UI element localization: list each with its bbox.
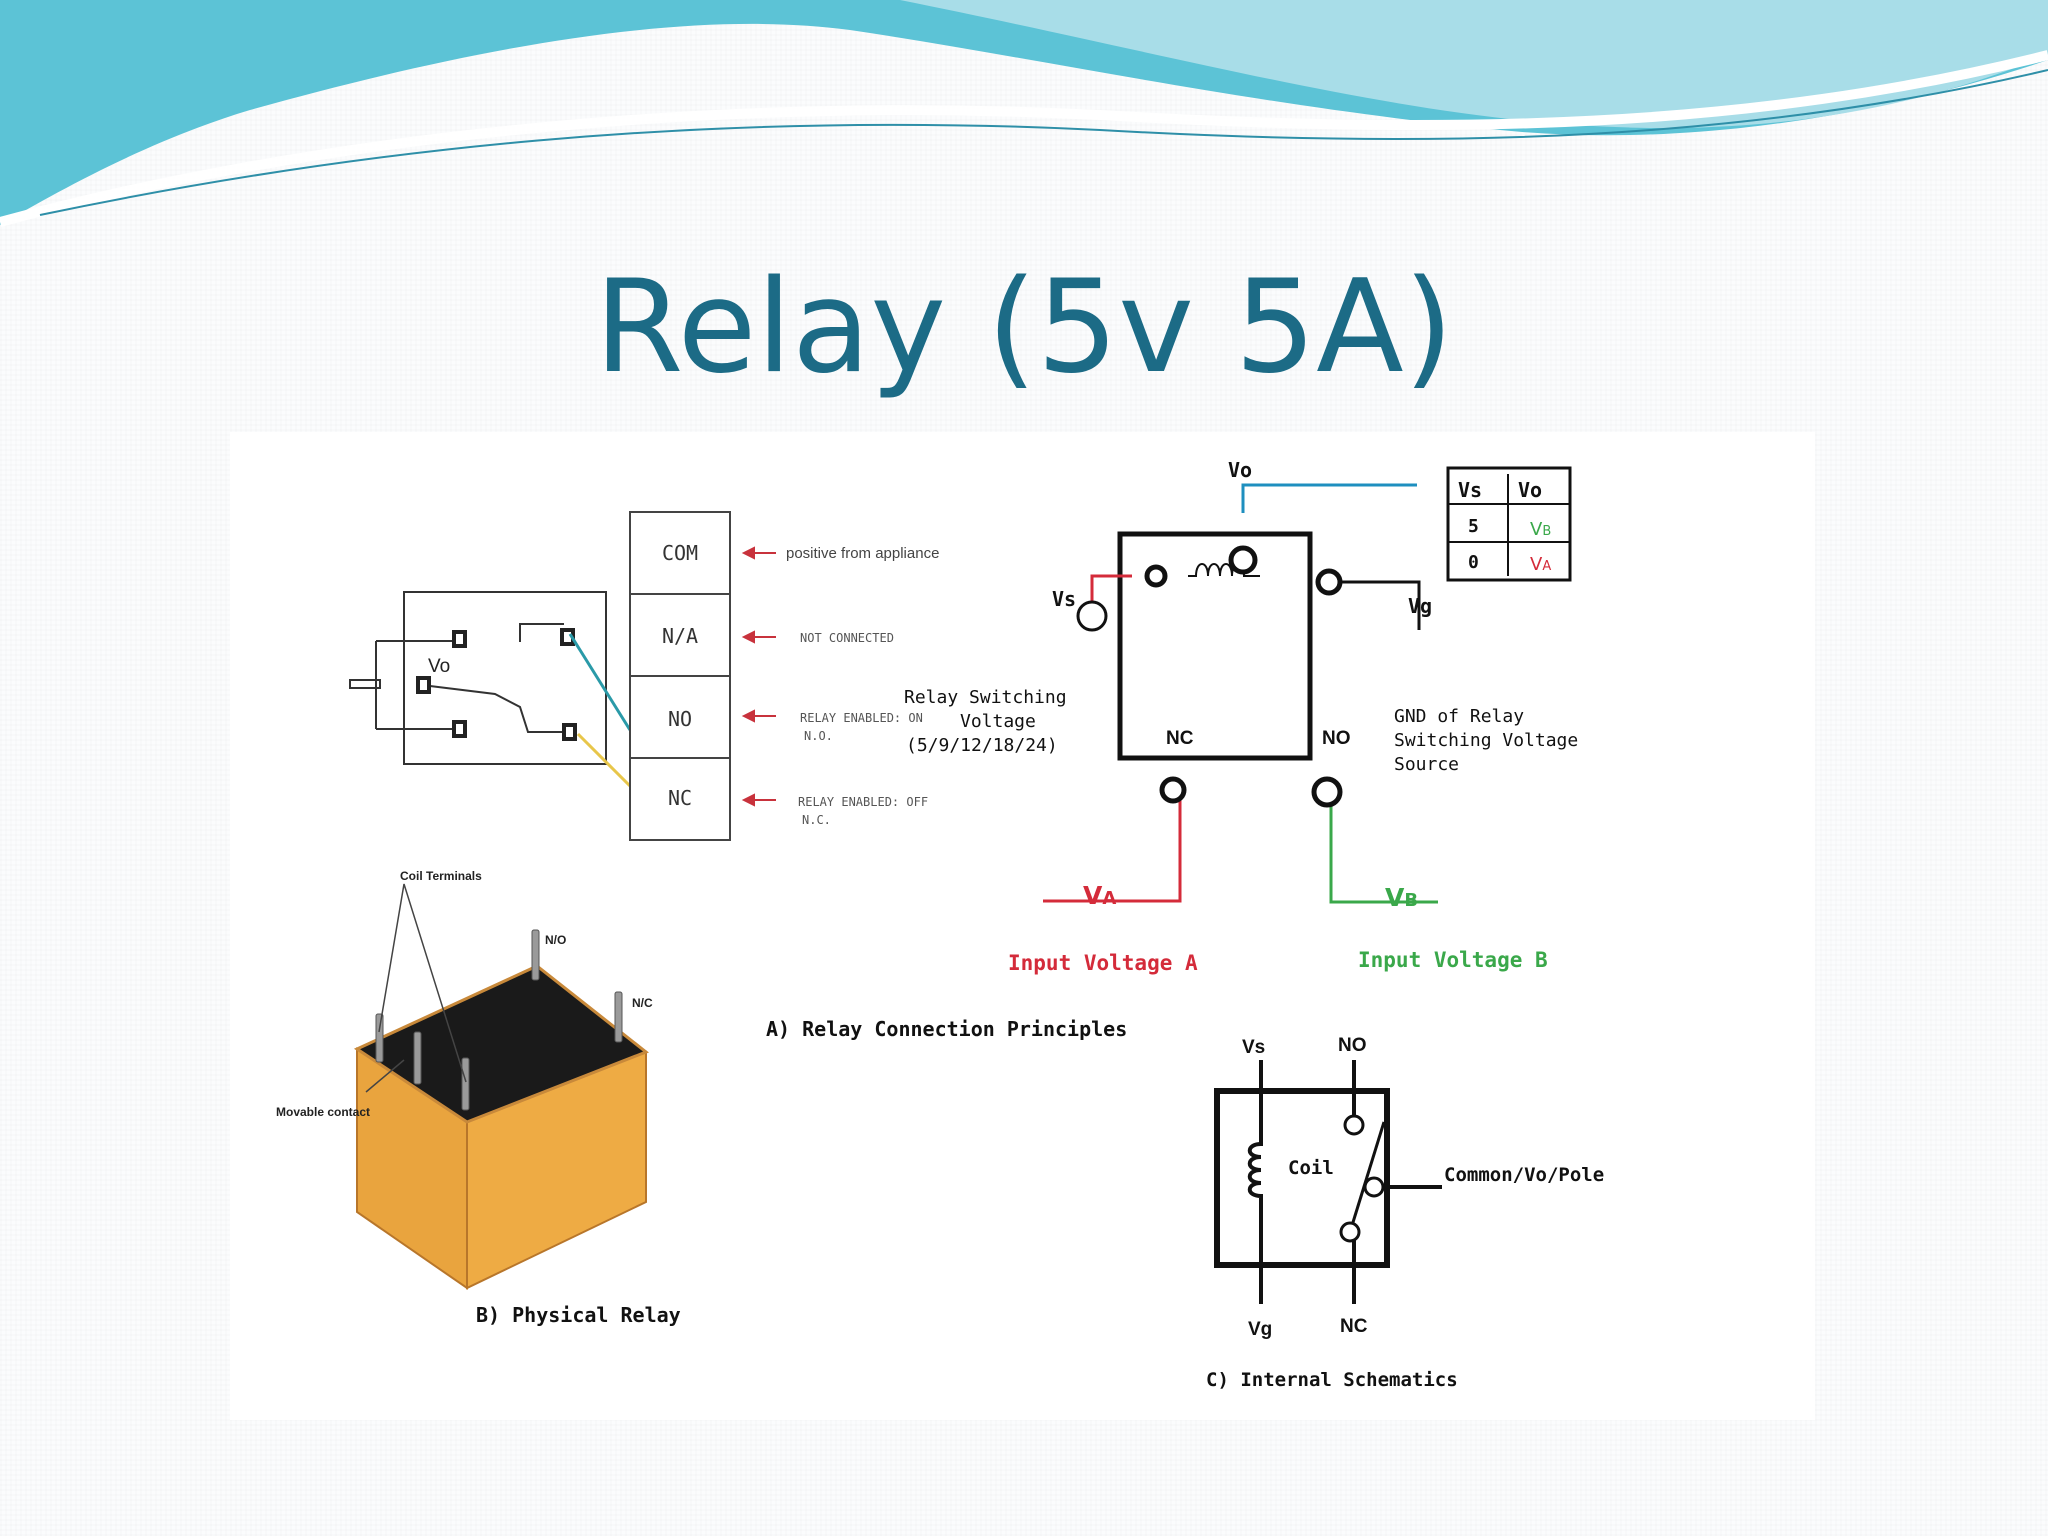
internal-schematic [1214,1060,1442,1304]
switching-voltage-line1: Relay Switching [904,687,1067,708]
yellow-wire-to-nc [576,732,636,792]
teal-wire-to-no [568,633,632,731]
terminal-no-box [629,675,731,759]
table-row1-vs: 5 [1468,516,1479,537]
no-terminal [1311,776,1343,808]
vb-symbol: VB [1385,883,1418,912]
relay-pins [375,929,623,1111]
switching-voltage-line3: (5/9/12/18/24) [906,735,1058,756]
table-row1-vo: VB [1530,519,1551,540]
va-symbol: VA [1083,881,1116,910]
diagram-panel: Vo COM N/A NO NC positive from appliance… [230,432,1815,1420]
gnd-note-line2: Switching Voltage [1394,730,1578,751]
movable-contact-label: Movable contact [276,1105,370,1119]
caption-c: C) Internal Schematics [1206,1369,1458,1391]
caption-a: A) Relay Connection Principles [766,1017,1127,1041]
wave-white-swoosh [0,50,2048,227]
vo-terminal [1228,545,1258,575]
vb-green-wire [1329,798,1438,904]
terminal-arrows [741,546,776,807]
terminal-na-box [629,593,731,677]
table-row2-vo: VA [1530,554,1551,575]
internal-box [1214,1088,1390,1268]
wave-light-band [900,0,2048,129]
vg-black-wire [1329,580,1421,630]
vg-terminal [1315,568,1343,596]
caption-b: B) Physical Relay [476,1303,681,1327]
main-vs-label: Vs [1052,587,1076,611]
vs-switching-terminal [1076,600,1108,632]
main-vg-label: Vg [1408,594,1432,618]
internal-nc-label: NC [1340,1316,1368,1337]
nc-note-line2: N.C. [802,813,831,827]
terminal-nc-label: NC [668,786,692,810]
small-relay-vo-label: Vo [428,656,450,677]
gnd-note-line3: Source [1394,754,1459,775]
switch-blade [1348,1121,1386,1233]
terminal-na-label: N/A [662,624,698,648]
internal-no-contact [1343,1114,1365,1136]
physical-relay-illustration [353,883,649,1290]
no-note-line2: N.O. [804,729,833,743]
small-relay-no-wire [519,623,564,642]
internal-no-label: NO [1338,1035,1367,1056]
va-red-wire [1043,798,1182,903]
no-note-line1: RELAY ENABLED: ON [800,711,923,725]
nc-terminal [1159,776,1187,804]
slide-title: Relay (5v 5A) [594,253,1454,402]
coil-terminals-label: Coil Terminals [400,869,482,883]
vs-terminal [1144,564,1168,588]
coil-winding [1247,1104,1263,1258]
main-no-label: NO [1322,728,1351,749]
nc-pin-label: N/C [632,996,653,1010]
input-voltage-a-label: Input Voltage A [1008,951,1198,975]
com-note: positive from appliance [786,545,939,562]
terminal-com-box [629,511,731,595]
internal-coil-label: Coil [1288,1157,1334,1179]
main-relay-box [1117,531,1313,761]
terminal-com-label: COM [662,541,698,565]
internal-common-contact [1363,1176,1385,1198]
switching-voltage-line2: Voltage [960,711,1036,732]
main-nc-label: NC [1166,728,1194,749]
small-relay-input-terminal [349,679,381,689]
gnd-note-line1: GND of Relay [1394,706,1524,727]
relay-top-face [353,964,649,1124]
terminal-nc-box [629,757,731,841]
table-header-vo: Vo [1518,478,1542,502]
main-vo-label: Vo [1228,458,1252,482]
wave-thin-line [39,69,2048,216]
small-relay-contacts [416,628,577,741]
internal-common-label: Common/Vo/Pole [1444,1164,1604,1186]
header-wave-decoration [0,0,2048,227]
vo-blue-wire [1241,483,1417,513]
small-relay-outline [403,591,607,765]
terminal-no-label: NO [668,707,692,731]
input-voltage-b-label: Input Voltage B [1358,948,1548,972]
small-relay-schematic [349,591,607,765]
internal-vg-label: Vg [1248,1319,1272,1340]
table-header-vs: Vs [1458,478,1482,502]
vs-red-wire [1090,574,1132,612]
small-relay-switch-arm [429,685,566,733]
na-note: NOT CONNECTED [800,631,894,645]
internal-nc-contact [1339,1221,1361,1243]
truth-table: Vs Vo 5 0 VB VA [1446,466,1572,582]
internal-vs-label: Vs [1242,1037,1265,1058]
relay-diagram: Vo COM N/A NO NC positive from appliance… [276,458,1604,1391]
nc-note-line1: RELAY ENABLED: OFF [798,795,928,809]
table-row2-vs: 0 [1468,552,1479,573]
relay-callout-lines [365,883,467,1093]
terminal-block [629,511,731,841]
small-relay-left-wires [375,640,462,730]
no-pin-label: N/O [545,933,566,947]
